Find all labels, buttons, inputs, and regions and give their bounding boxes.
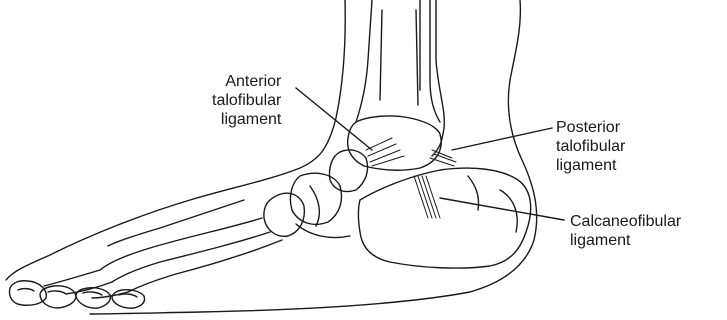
label-anterior-line-2: talofibular: [212, 91, 281, 110]
label-anterior-line-3: ligament: [212, 110, 281, 129]
leader-calcaneofibular: [440, 198, 564, 220]
metatarsal-1: [100, 218, 262, 270]
label-posterior-line-3: ligament: [556, 156, 625, 175]
leader-anterior-talofibular: [296, 88, 372, 150]
toe-2-nail: [48, 291, 66, 294]
label-calcaneofibular-line-2: ligament: [570, 231, 681, 250]
skin-outline-front: [6, 0, 345, 280]
cuneiform: [264, 193, 305, 236]
toe-1-nail: [18, 289, 34, 291]
label-anterior-talofibular-ligament: Anterior talofibular ligament: [212, 72, 281, 129]
calcaneus: [359, 168, 531, 268]
tibia-inner-line: [380, 10, 418, 105]
label-posterior-talofibular-ligament: Posterior talofibular ligament: [556, 118, 625, 175]
fibula: [420, 0, 444, 156]
label-calcaneofibular-line-1: Calcaneofibular: [570, 212, 681, 231]
label-posterior-line-1: Posterior: [556, 118, 625, 137]
metatarsal-4: [108, 200, 244, 246]
talus: [348, 116, 442, 170]
skin-outline-back: [90, 0, 537, 314]
toe-3-nail: [83, 292, 102, 295]
leader-posterior-talofibular: [452, 128, 552, 150]
label-calcaneofibular-ligament: Calcaneofibular ligament: [570, 212, 681, 250]
navicular: [329, 150, 367, 192]
tibia: [356, 0, 440, 122]
phalanx-lines: [44, 270, 128, 298]
cuboid: [290, 173, 341, 224]
metatarsal-2: [112, 232, 270, 282]
toe-2: [40, 286, 76, 308]
label-anterior-line-1: Anterior: [212, 72, 281, 91]
label-posterior-line-2: talofibular: [556, 137, 625, 156]
